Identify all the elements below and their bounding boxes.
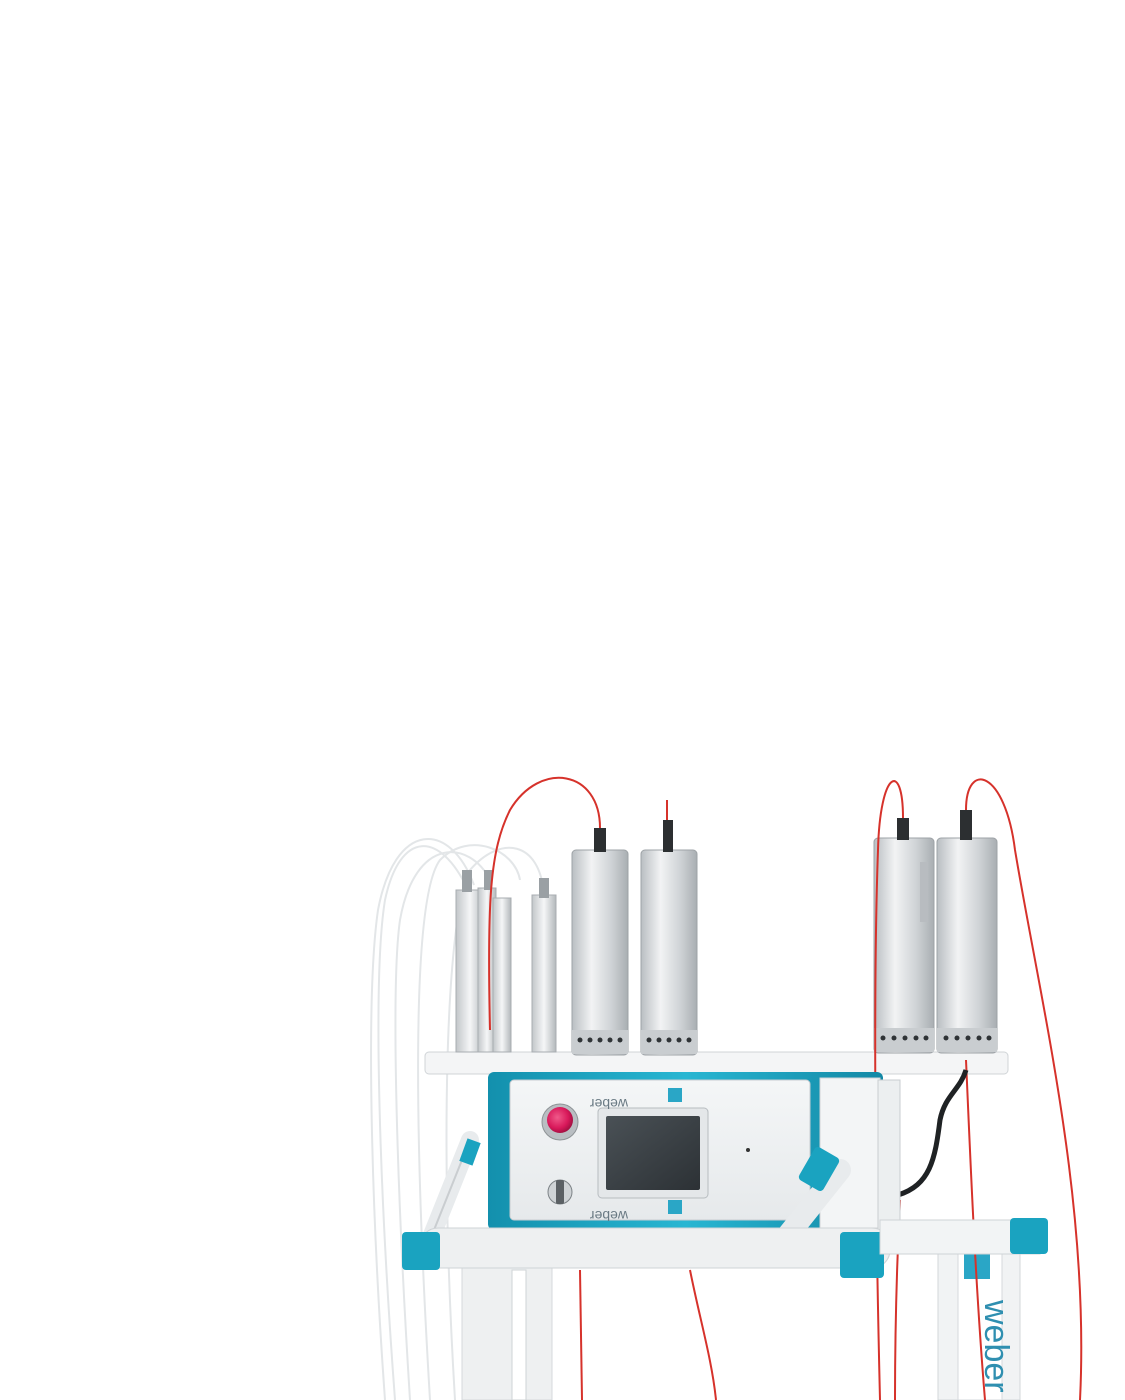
- key-switch-icon[interactable]: [547, 1179, 573, 1205]
- status-led: [746, 1148, 750, 1152]
- controller-unit: weber weber: [488, 1072, 901, 1231]
- laser-cylinder-3: [873, 818, 935, 1054]
- brand-text-bottom: weber: [590, 1208, 629, 1224]
- mounting-plate: [424, 1051, 1009, 1075]
- laser-cylinder-4: [936, 810, 998, 1054]
- stand-column-left: [461, 1261, 553, 1400]
- touch-screen[interactable]: [597, 1107, 709, 1199]
- small-laser-modules: [455, 870, 557, 1053]
- brand-text-top: weber: [590, 1096, 629, 1112]
- black-cable: [897, 1069, 969, 1198]
- emergency-stop-icon[interactable]: [541, 1103, 579, 1141]
- laser-cylinder-2: [640, 820, 698, 1056]
- weber-logo-icon: weber weber: [590, 1088, 682, 1224]
- shelf: [402, 1218, 1048, 1278]
- laser-cylinder-1: [571, 828, 629, 1056]
